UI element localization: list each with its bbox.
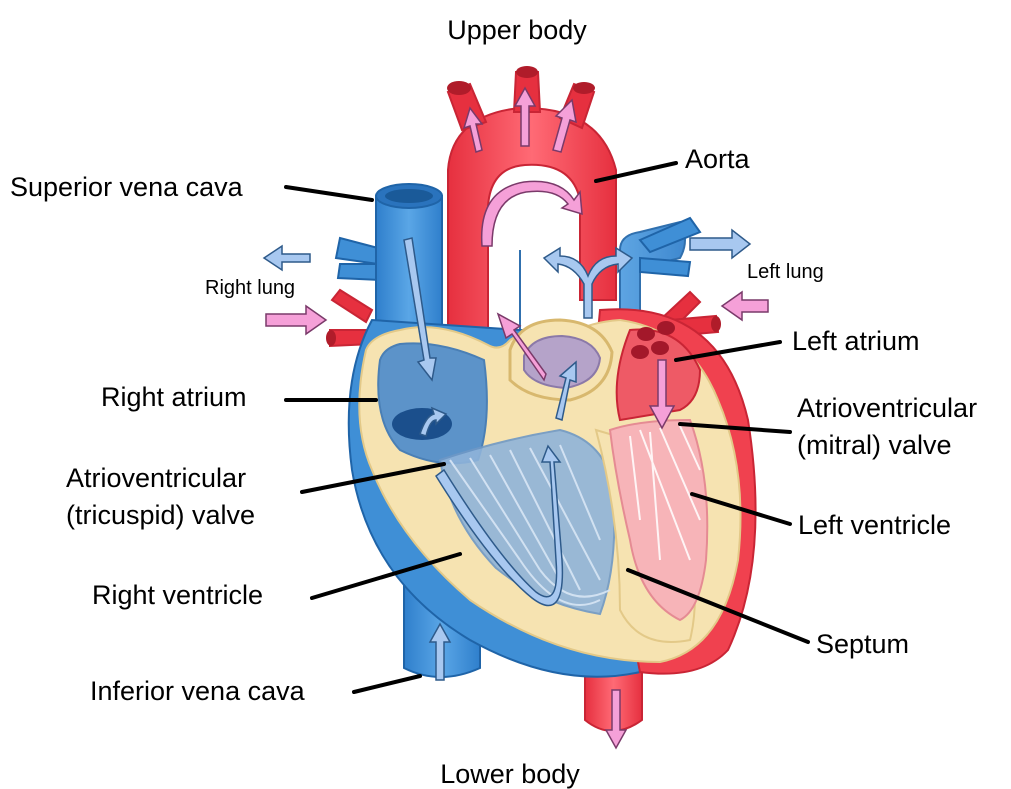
- arrow-right-lung-in: [266, 306, 326, 334]
- label-inferior-vena-cava: Inferior vena cava: [90, 676, 306, 706]
- arrow-left-lung-in: [722, 292, 768, 320]
- label-mitral-valve-line2: (mitral) valve: [797, 430, 952, 460]
- label-lower-body: Lower body: [440, 759, 580, 789]
- leader-superior-vena-cava: [286, 187, 372, 200]
- label-aorta: Aorta: [685, 144, 751, 174]
- label-left-lung: Left lung: [747, 261, 824, 283]
- label-tricuspid-valve-line2: (tricuspid) valve: [66, 500, 255, 530]
- label-right-atrium: Right atrium: [101, 382, 247, 412]
- label-right-ventricle: Right ventricle: [92, 580, 263, 610]
- right-pulmonary-artery: [336, 238, 380, 280]
- label-septum: Septum: [816, 629, 909, 659]
- label-superior-vena-cava: Superior vena cava: [10, 172, 244, 202]
- label-right-lung: Right lung: [205, 277, 295, 299]
- label-left-ventricle: Left ventricle: [798, 510, 951, 540]
- arrow-left-lung-out: [690, 230, 750, 258]
- label-tricuspid-valve-line1: Atrioventricular: [66, 463, 246, 493]
- label-left-atrium: Left atrium: [792, 326, 920, 356]
- label-upper-body: Upper body: [447, 15, 587, 45]
- semilunar-valves: [510, 320, 612, 400]
- arrow-right-lung-out: [264, 246, 310, 270]
- arrow-aortic-arch: [482, 181, 582, 246]
- leader-inferior-vena-cava: [354, 676, 420, 692]
- label-mitral-valve-line1: Atrioventricular: [797, 393, 977, 423]
